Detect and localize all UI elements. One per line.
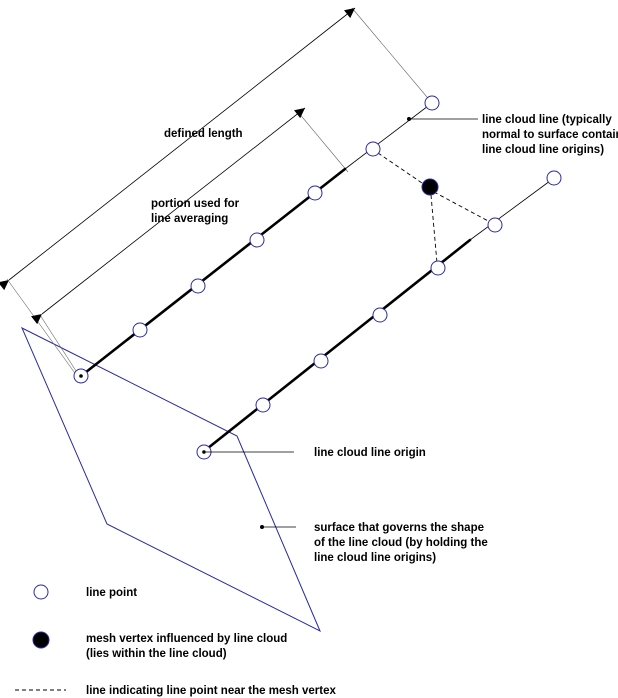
line-point xyxy=(372,307,388,323)
legend-mesh-vertex-icon xyxy=(32,631,50,649)
cloud-line-1-averaged xyxy=(79,167,347,378)
legend: line point mesh vertex influenced by lin… xyxy=(15,584,336,697)
cloud-line-2-averaged xyxy=(201,238,472,454)
line-point xyxy=(430,260,446,276)
cloud-line-2-thin xyxy=(469,177,555,241)
defined-length-label: defined length xyxy=(164,128,243,140)
portion-arrow xyxy=(31,107,306,325)
dim-extension-bottom xyxy=(6,278,78,377)
cloud-line-1-thin xyxy=(344,102,433,170)
portion-extension-bottom xyxy=(39,314,79,375)
legend-mesh-vertex-label: mesh vertex influenced by line cloud (li… xyxy=(86,633,291,660)
line-point xyxy=(190,278,206,294)
line-point xyxy=(546,170,562,186)
line-point xyxy=(249,232,265,248)
near-point-dash-3 xyxy=(430,194,438,264)
surface-label: surface that governs the shape of the li… xyxy=(314,522,491,564)
portion-label: portion used for line averaging xyxy=(151,198,242,225)
origin-dot xyxy=(202,450,206,454)
legend-line-point-icon xyxy=(33,584,49,600)
line-point xyxy=(313,353,329,369)
cloud-line-label: line cloud line (typically normal to sur… xyxy=(482,114,618,156)
origin-label: line cloud line origin xyxy=(314,447,426,459)
dim-extension-top xyxy=(351,7,433,104)
line-point xyxy=(365,141,381,157)
governing-surface xyxy=(20,326,321,633)
mesh-vertex xyxy=(421,178,439,196)
legend-dashed-line-label: line indicating line point near the mesh… xyxy=(86,685,336,697)
line-point xyxy=(255,397,271,413)
near-point-dash-2 xyxy=(433,191,491,223)
line-point xyxy=(307,185,323,201)
line-point xyxy=(487,217,503,233)
defined-length-arrow xyxy=(0,7,356,291)
origin-dot xyxy=(79,374,83,378)
portion-extension-top xyxy=(297,111,349,173)
line-point xyxy=(424,95,440,111)
surface-leader-dot xyxy=(260,525,264,529)
line-point xyxy=(132,322,148,338)
cloud-line-leader-dot xyxy=(407,117,411,121)
legend-line-point-label: line point xyxy=(86,587,137,599)
near-point-dash-1 xyxy=(377,152,426,186)
